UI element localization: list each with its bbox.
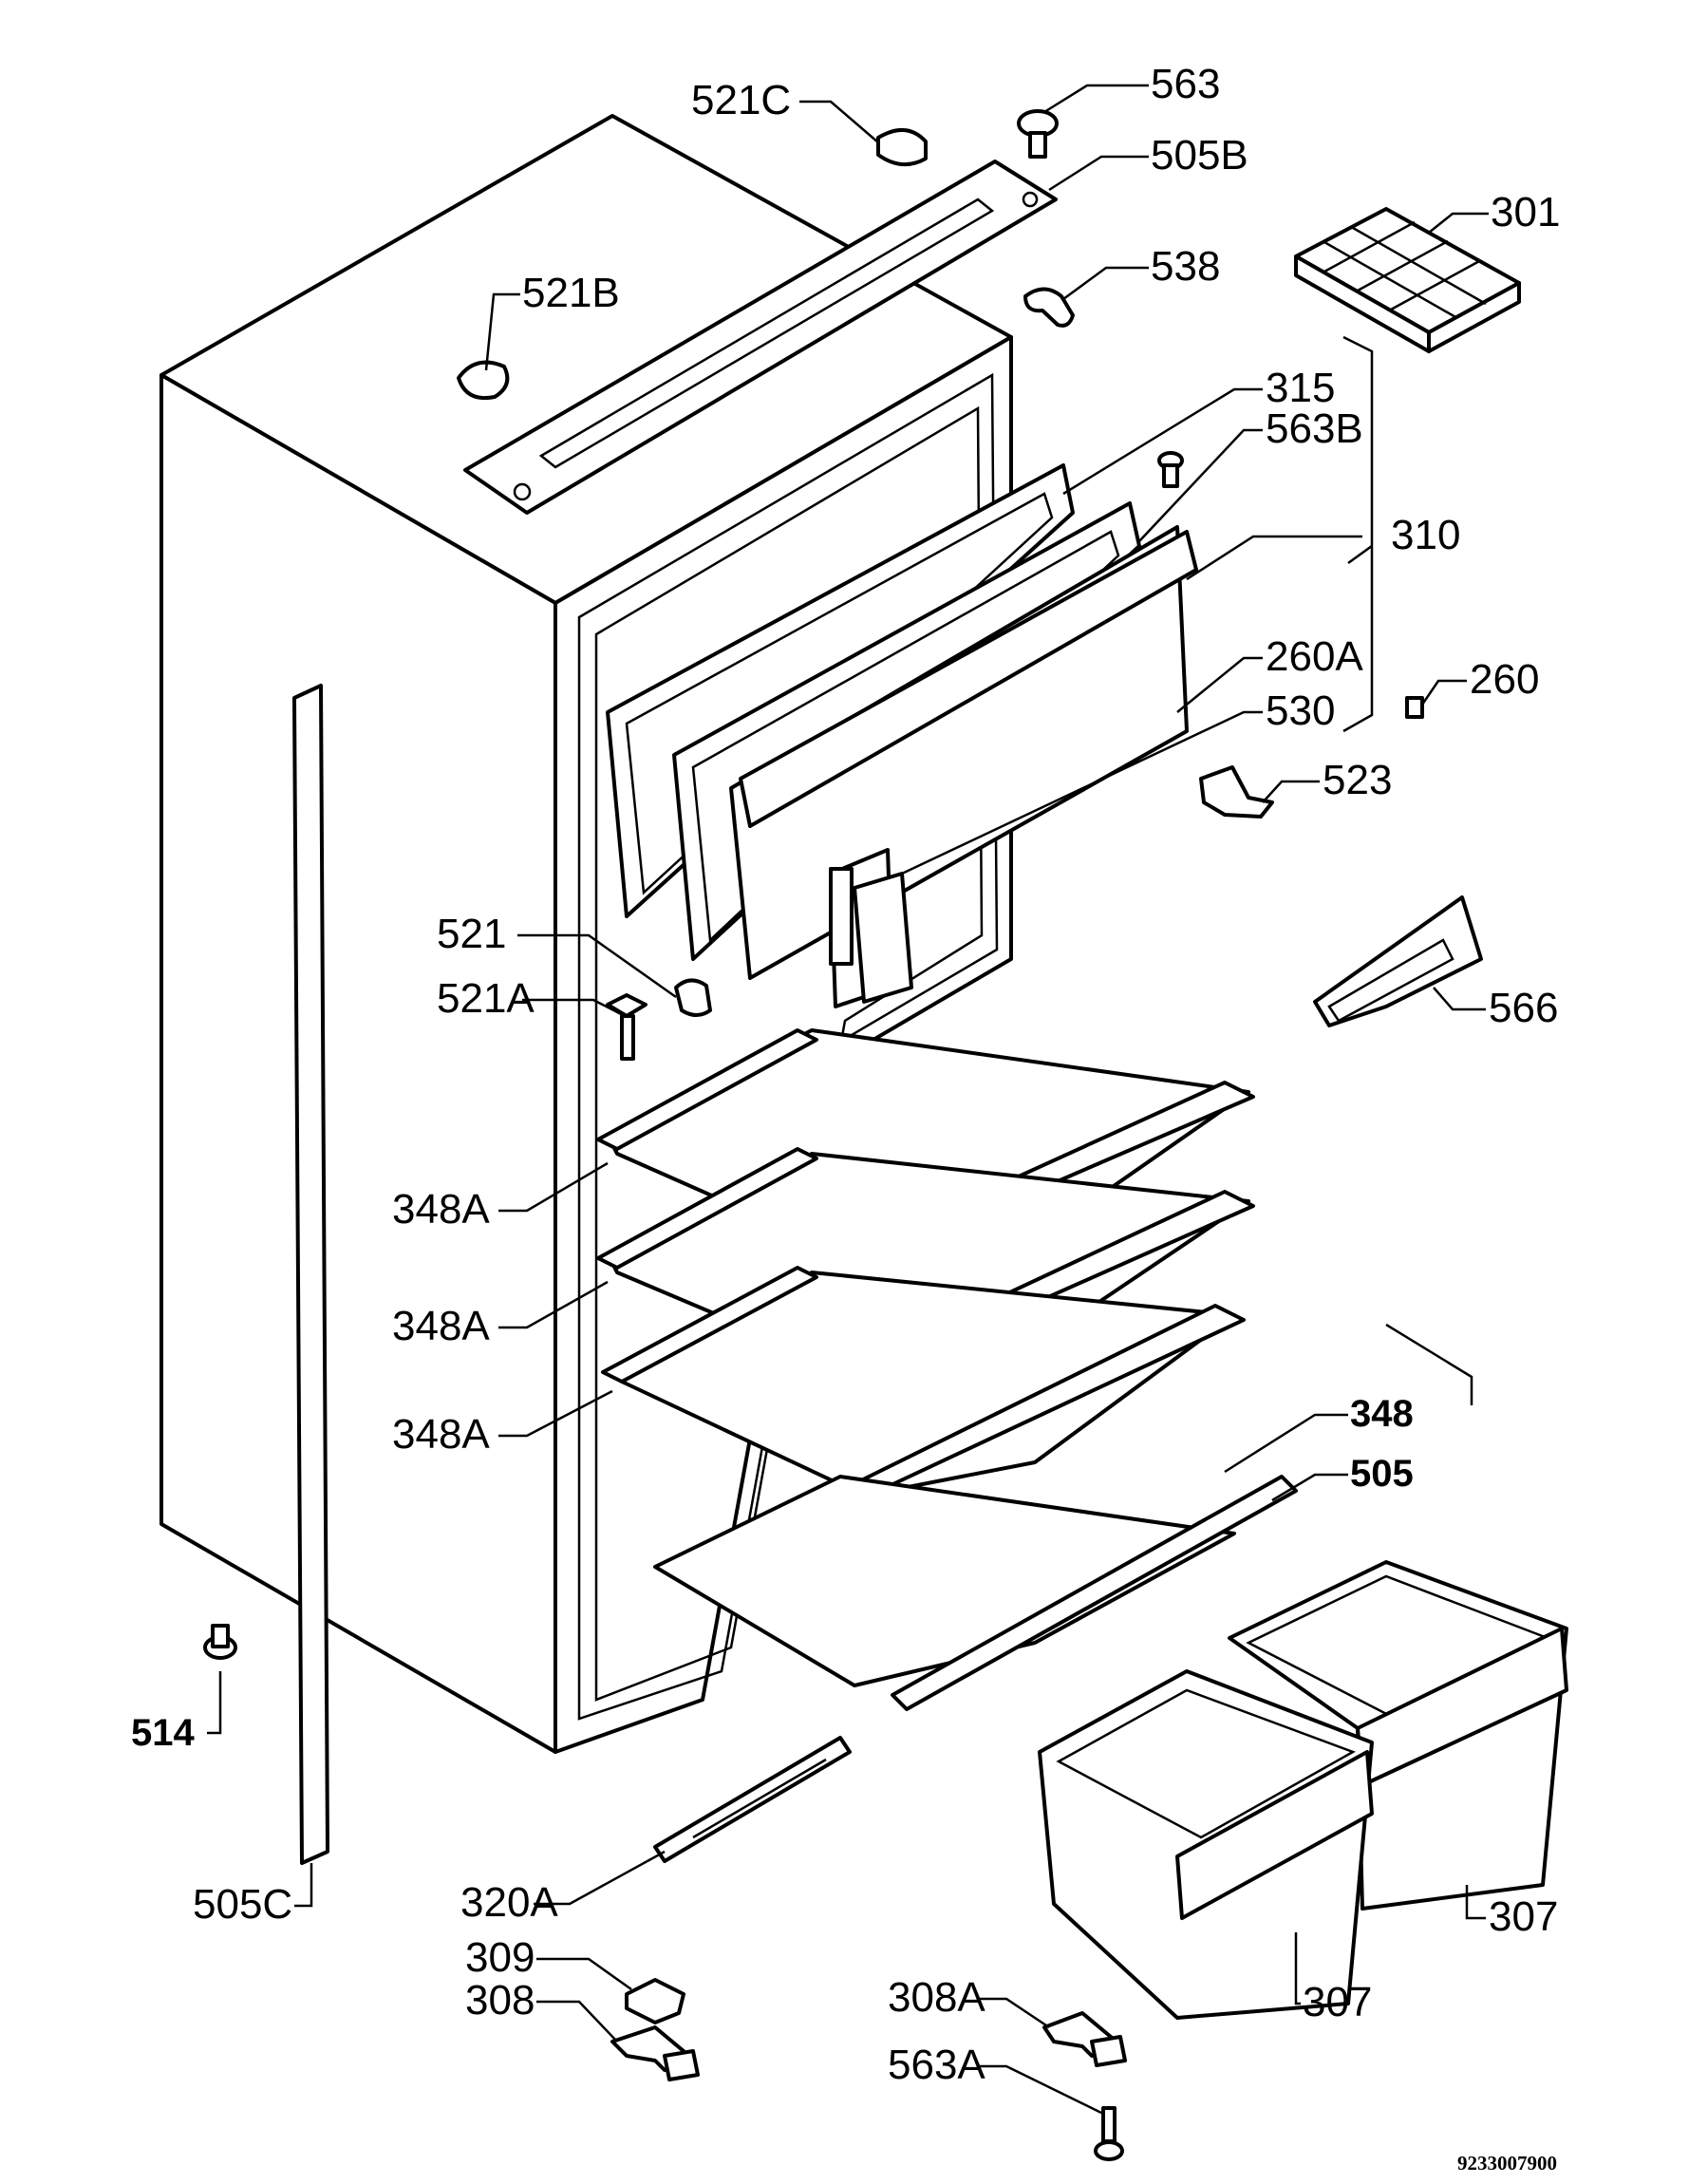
callout-307-right: 307 [1489, 1893, 1558, 1940]
callout-523: 523 [1323, 757, 1392, 803]
plug-521a [606, 993, 647, 1061]
callout-521b: 521B [522, 270, 620, 316]
crisper-bin-307-right [1228, 1560, 1568, 1911]
cap-521c [876, 128, 928, 166]
hinge-rail-505b [463, 160, 1058, 515]
shelf-348a-low [601, 1266, 1246, 1497]
callout-348a-1: 348A [392, 1186, 490, 1233]
callout-308a: 308A [888, 1974, 985, 2021]
callout-530: 530 [1266, 687, 1335, 734]
leader-lines [207, 84, 1489, 2115]
callout-514: 514 [131, 1712, 195, 1754]
callout-521a: 521A [437, 975, 535, 1022]
screw-563 [1017, 109, 1059, 159]
part-309 [625, 1978, 685, 2024]
callout-348: 348 [1350, 1393, 1414, 1435]
callout-320a: 320A [460, 1879, 558, 1926]
callout-563: 563 [1151, 61, 1220, 107]
callout-309: 309 [465, 1934, 535, 1981]
ice-tray-301 [1294, 207, 1521, 353]
hinge-308a [1042, 2011, 1127, 2067]
callout-310: 310 [1391, 512, 1460, 558]
callout-505c: 505C [193, 1881, 292, 1928]
callout-260: 260 [1470, 656, 1539, 703]
clip-260 [1405, 696, 1424, 719]
hinge-pin-538 [1023, 287, 1075, 328]
callout-505: 505 [1350, 1453, 1414, 1495]
shelf-348 [653, 1475, 1236, 1687]
egg-tray-566 [1313, 895, 1483, 1027]
strip-505c [292, 684, 329, 1865]
pin-563b [1157, 451, 1184, 488]
crisper-bin-307-left [1038, 1669, 1374, 2020]
callout-260a: 260A [1266, 633, 1363, 680]
screw-563a [1094, 2106, 1124, 2161]
drawing-code: 9233007900 [1457, 2152, 1557, 2175]
callout-505b: 505B [1151, 132, 1248, 179]
callout-301: 301 [1491, 189, 1560, 235]
callout-521: 521 [437, 911, 506, 957]
cap-521b [457, 360, 510, 400]
callout-521c: 521C [691, 77, 791, 123]
callout-566: 566 [1489, 985, 1558, 1031]
callout-348a-3: 348A [392, 1411, 490, 1458]
latch-523 [1199, 765, 1274, 819]
callout-308: 308 [465, 1977, 535, 2024]
callout-307-left: 307 [1303, 1979, 1372, 2025]
callout-348a-2: 348A [392, 1303, 490, 1349]
callout-538: 538 [1151, 243, 1220, 290]
callout-labels: 521C 563 505B 301 521B 538 315 563B 310 … [131, 61, 1560, 2175]
bracket-310 [1342, 335, 1374, 733]
freezer-door-assembly [606, 463, 1198, 1008]
callout-563b: 563B [1266, 405, 1363, 452]
strip-505 [891, 1475, 1298, 1711]
hinge-308 [610, 2025, 700, 2081]
screw-514 [203, 1624, 237, 1660]
callout-563a: 563A [888, 2042, 985, 2088]
callout-315: 315 [1266, 365, 1335, 411]
strip-320a [653, 1736, 852, 1863]
cap-521 [674, 978, 712, 1017]
